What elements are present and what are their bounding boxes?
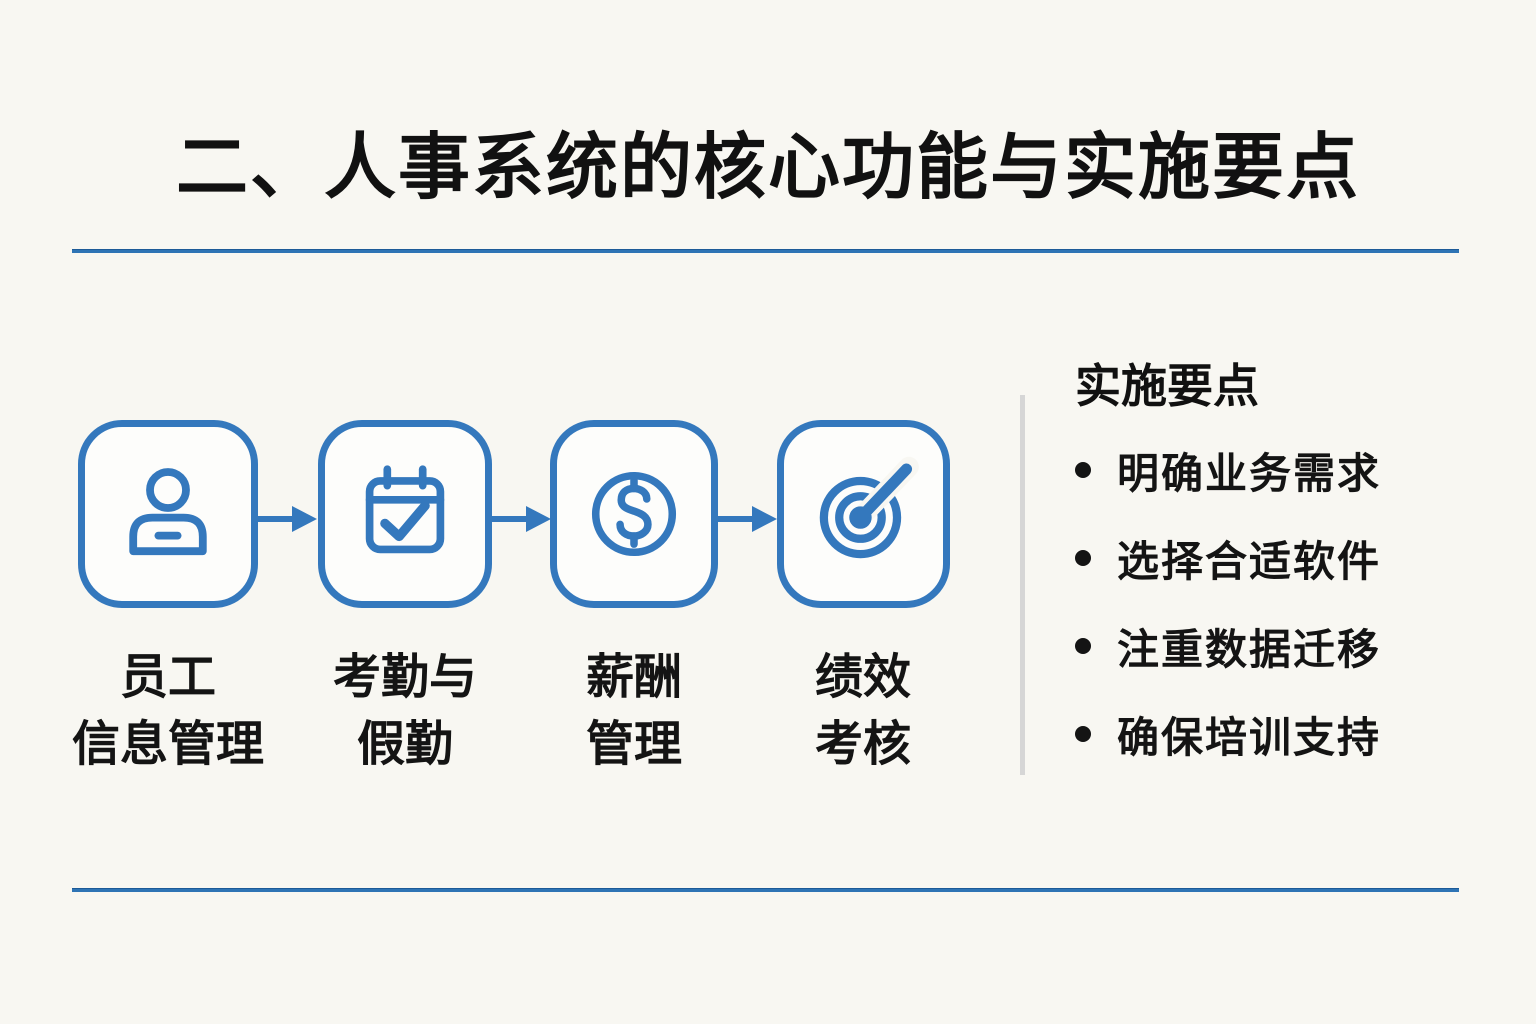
arrow-right-icon	[491, 506, 551, 532]
label-line-2: 信息管理	[71, 718, 264, 771]
flow-step-performance	[777, 420, 950, 608]
flow-step-label: 薪酬 管理	[494, 644, 774, 778]
flow-step-label: 员工 信息管理	[28, 644, 308, 778]
label-line-1: 薪酬	[585, 651, 682, 704]
list-item: 注重数据迁移	[1075, 622, 1381, 673]
panel-heading: 实施要点	[1075, 360, 1259, 412]
arrow-right-icon	[257, 506, 317, 532]
list-item-text: 注重数据迁移	[1117, 625, 1382, 673]
label-line-1: 绩效	[814, 651, 911, 704]
bullet-icon	[1075, 638, 1091, 654]
user-icon	[129, 468, 207, 556]
list-item-text: 明确业务需求	[1117, 449, 1382, 497]
top-divider	[72, 249, 1459, 253]
panel-divider	[1020, 395, 1025, 775]
implementation-points-list: 明确业务需求 选择合适软件 注重数据迁移 确保培训支持	[1075, 446, 1381, 798]
bullet-icon	[1075, 726, 1091, 742]
bullet-icon	[1075, 462, 1091, 478]
bottom-divider	[72, 888, 1459, 892]
label-line-2: 管理	[585, 718, 682, 771]
flow-step-payroll	[550, 420, 718, 608]
page-title: 二、人事系统的核心功能与实施要点	[175, 128, 1360, 208]
flow-step-label: 考勤与 假勤	[265, 644, 545, 778]
label-line-1: 员工	[119, 651, 216, 704]
dollar-circle-icon	[591, 471, 677, 557]
list-item: 明确业务需求	[1075, 446, 1381, 497]
target-icon	[819, 456, 919, 559]
flow-step-attendance	[318, 420, 492, 608]
list-item-text: 选择合适软件	[1117, 537, 1382, 585]
label-line-1: 考勤与	[332, 651, 477, 704]
arrow-right-icon	[717, 506, 777, 532]
label-line-2: 假勤	[356, 718, 453, 771]
calendar-check-icon	[365, 465, 445, 554]
list-item: 选择合适软件	[1075, 534, 1381, 585]
flow-step-employee-info	[78, 420, 258, 608]
list-item-text: 确保培训支持	[1117, 713, 1382, 761]
label-line-2: 考核	[814, 718, 911, 771]
flow-step-label: 绩效 考核	[723, 644, 1003, 778]
bullet-icon	[1075, 550, 1091, 566]
list-item: 确保培训支持	[1075, 710, 1381, 761]
